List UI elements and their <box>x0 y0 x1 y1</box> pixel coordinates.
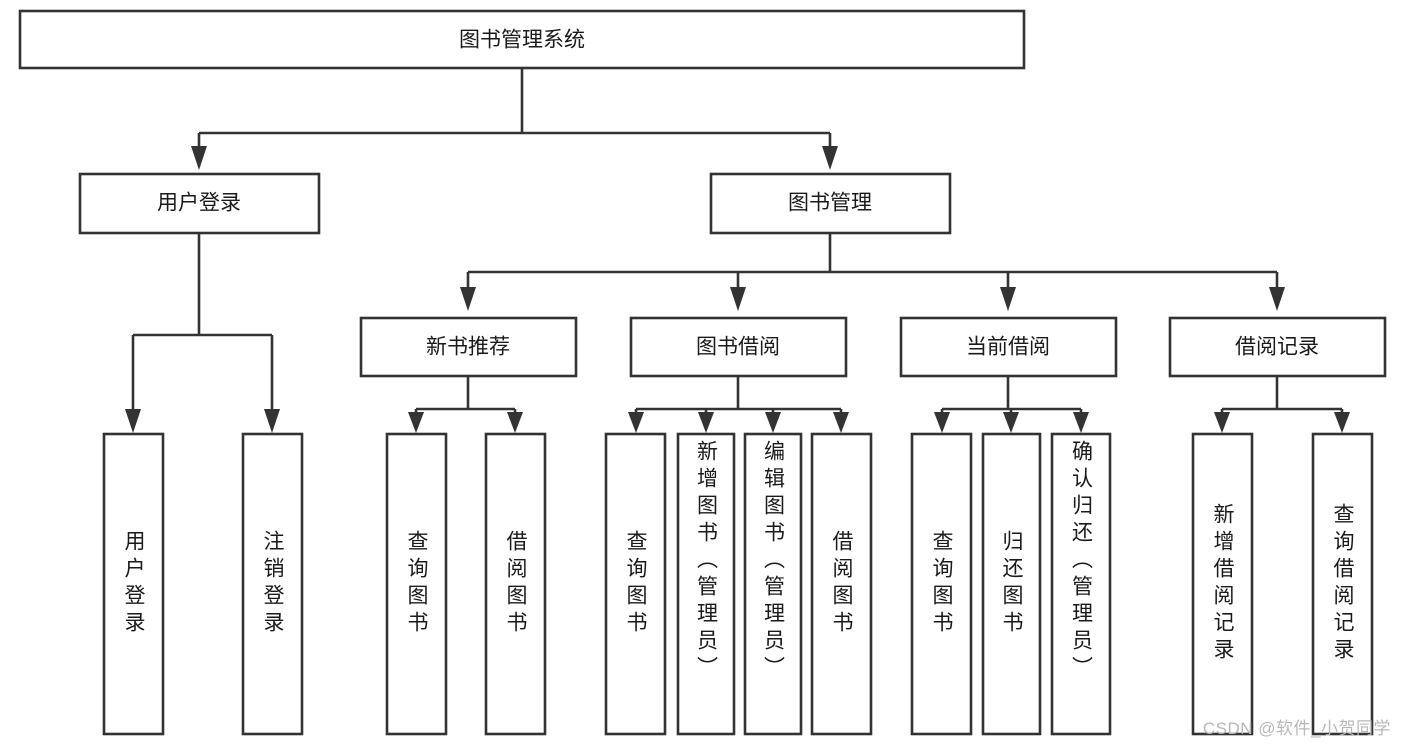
arrow-to-borrow-record <box>1269 287 1285 311</box>
arrow-to-leaf-query-book-1 <box>408 412 424 433</box>
node-leaf-user-logout-box[interactable] <box>241 432 304 736</box>
watermark-text: CSDN @软件_小贺同学 <box>1202 719 1391 738</box>
arrow-to-leaf-query-book-3 <box>934 412 950 433</box>
node-leaf-add-record-box[interactable] <box>1191 432 1254 736</box>
node-book-manage[interactable]: 图书管理 <box>709 172 952 235</box>
node-leaf-edit-book[interactable] <box>743 432 803 736</box>
arrow-to-leaf-query-book-2 <box>628 412 644 433</box>
arrow-to-leaf-edit-book <box>765 412 781 433</box>
arrow-to-new-book-recommend <box>460 287 476 311</box>
node-book-borrow[interactable]: 图书借阅 <box>629 316 848 378</box>
node-book-borrow-box[interactable] <box>629 316 848 378</box>
node-leaf-borrow-book-2[interactable] <box>810 432 873 736</box>
arrow-to-leaf-query-record <box>1334 412 1350 433</box>
node-leaf-add-book[interactable] <box>676 432 736 736</box>
node-leaf-edit-book-box[interactable] <box>743 432 803 736</box>
node-book-borrow-label: 图书借阅 <box>696 336 780 359</box>
arrow-to-user-login <box>191 146 207 170</box>
node-user-login-label: 用户登录 <box>157 192 241 215</box>
node-user-login-box[interactable] <box>78 172 321 235</box>
node-leaf-user-login-box[interactable] <box>102 432 165 736</box>
node-leaf-confirm-return-box[interactable] <box>1050 432 1112 736</box>
arrow-to-leaf-add-book <box>698 412 714 433</box>
node-current-borrow-label: 当前借阅 <box>966 336 1050 359</box>
arrow-to-leaf-borrow-book-2 <box>833 412 849 433</box>
node-leaf-borrow-book-2-box[interactable] <box>810 432 873 736</box>
node-root-box[interactable] <box>18 9 1026 70</box>
node-leaf-user-logout[interactable] <box>241 432 304 736</box>
node-leaf-add-record[interactable] <box>1191 432 1254 736</box>
node-root-label: 图书管理系统 <box>459 29 585 52</box>
arrow-to-leaf-user-login <box>125 409 141 433</box>
node-leaf-query-book-2-box[interactable] <box>604 432 667 736</box>
node-leaf-query-book-3[interactable] <box>910 432 973 736</box>
arrow-to-leaf-borrow-book-1 <box>507 412 523 433</box>
node-root[interactable]: 图书管理系统 <box>18 9 1026 70</box>
node-new-book-recommend-label: 新书推荐 <box>426 336 510 359</box>
arrow-to-book-manage <box>822 146 838 170</box>
node-book-manage-box[interactable] <box>709 172 952 235</box>
node-current-borrow[interactable]: 当前借阅 <box>899 316 1118 378</box>
node-leaf-borrow-book-1[interactable] <box>484 432 547 736</box>
node-borrow-record[interactable]: 借阅记录 <box>1168 316 1387 378</box>
node-leaf-query-book-1-box[interactable] <box>385 432 448 736</box>
node-leaf-query-book-1[interactable] <box>385 432 448 736</box>
node-current-borrow-box[interactable] <box>899 316 1118 378</box>
node-leaf-user-login[interactable] <box>102 432 165 736</box>
node-leaf-query-record-box[interactable] <box>1311 432 1374 736</box>
arrow-to-leaf-add-record <box>1214 412 1230 433</box>
node-leaf-query-book-2[interactable] <box>604 432 667 736</box>
node-leaf-add-book-box[interactable] <box>676 432 736 736</box>
node-borrow-record-box[interactable] <box>1168 316 1387 378</box>
arrow-to-book-borrow <box>730 287 746 311</box>
node-leaf-return-book-box[interactable] <box>981 432 1042 736</box>
node-leaf-borrow-book-1-box[interactable] <box>484 432 547 736</box>
node-leaf-return-book[interactable] <box>981 432 1042 736</box>
arrow-to-leaf-return-book <box>1003 412 1019 433</box>
node-user-login[interactable]: 用户登录 <box>78 172 321 235</box>
connector-layer <box>125 68 1350 433</box>
node-leaf-confirm-return[interactable] <box>1050 432 1112 736</box>
node-book-manage-label: 图书管理 <box>788 192 872 215</box>
arrow-to-current-borrow <box>1000 287 1016 311</box>
arrow-to-leaf-user-logout <box>264 409 280 433</box>
node-leaf-query-book-3-box[interactable] <box>910 432 973 736</box>
node-leaf-query-record[interactable] <box>1311 432 1374 736</box>
node-new-book-recommend-box[interactable] <box>359 316 578 378</box>
node-borrow-record-label: 借阅记录 <box>1235 336 1319 359</box>
arrow-to-leaf-confirm-return <box>1073 412 1089 433</box>
node-new-book-recommend[interactable]: 新书推荐 <box>359 316 578 378</box>
